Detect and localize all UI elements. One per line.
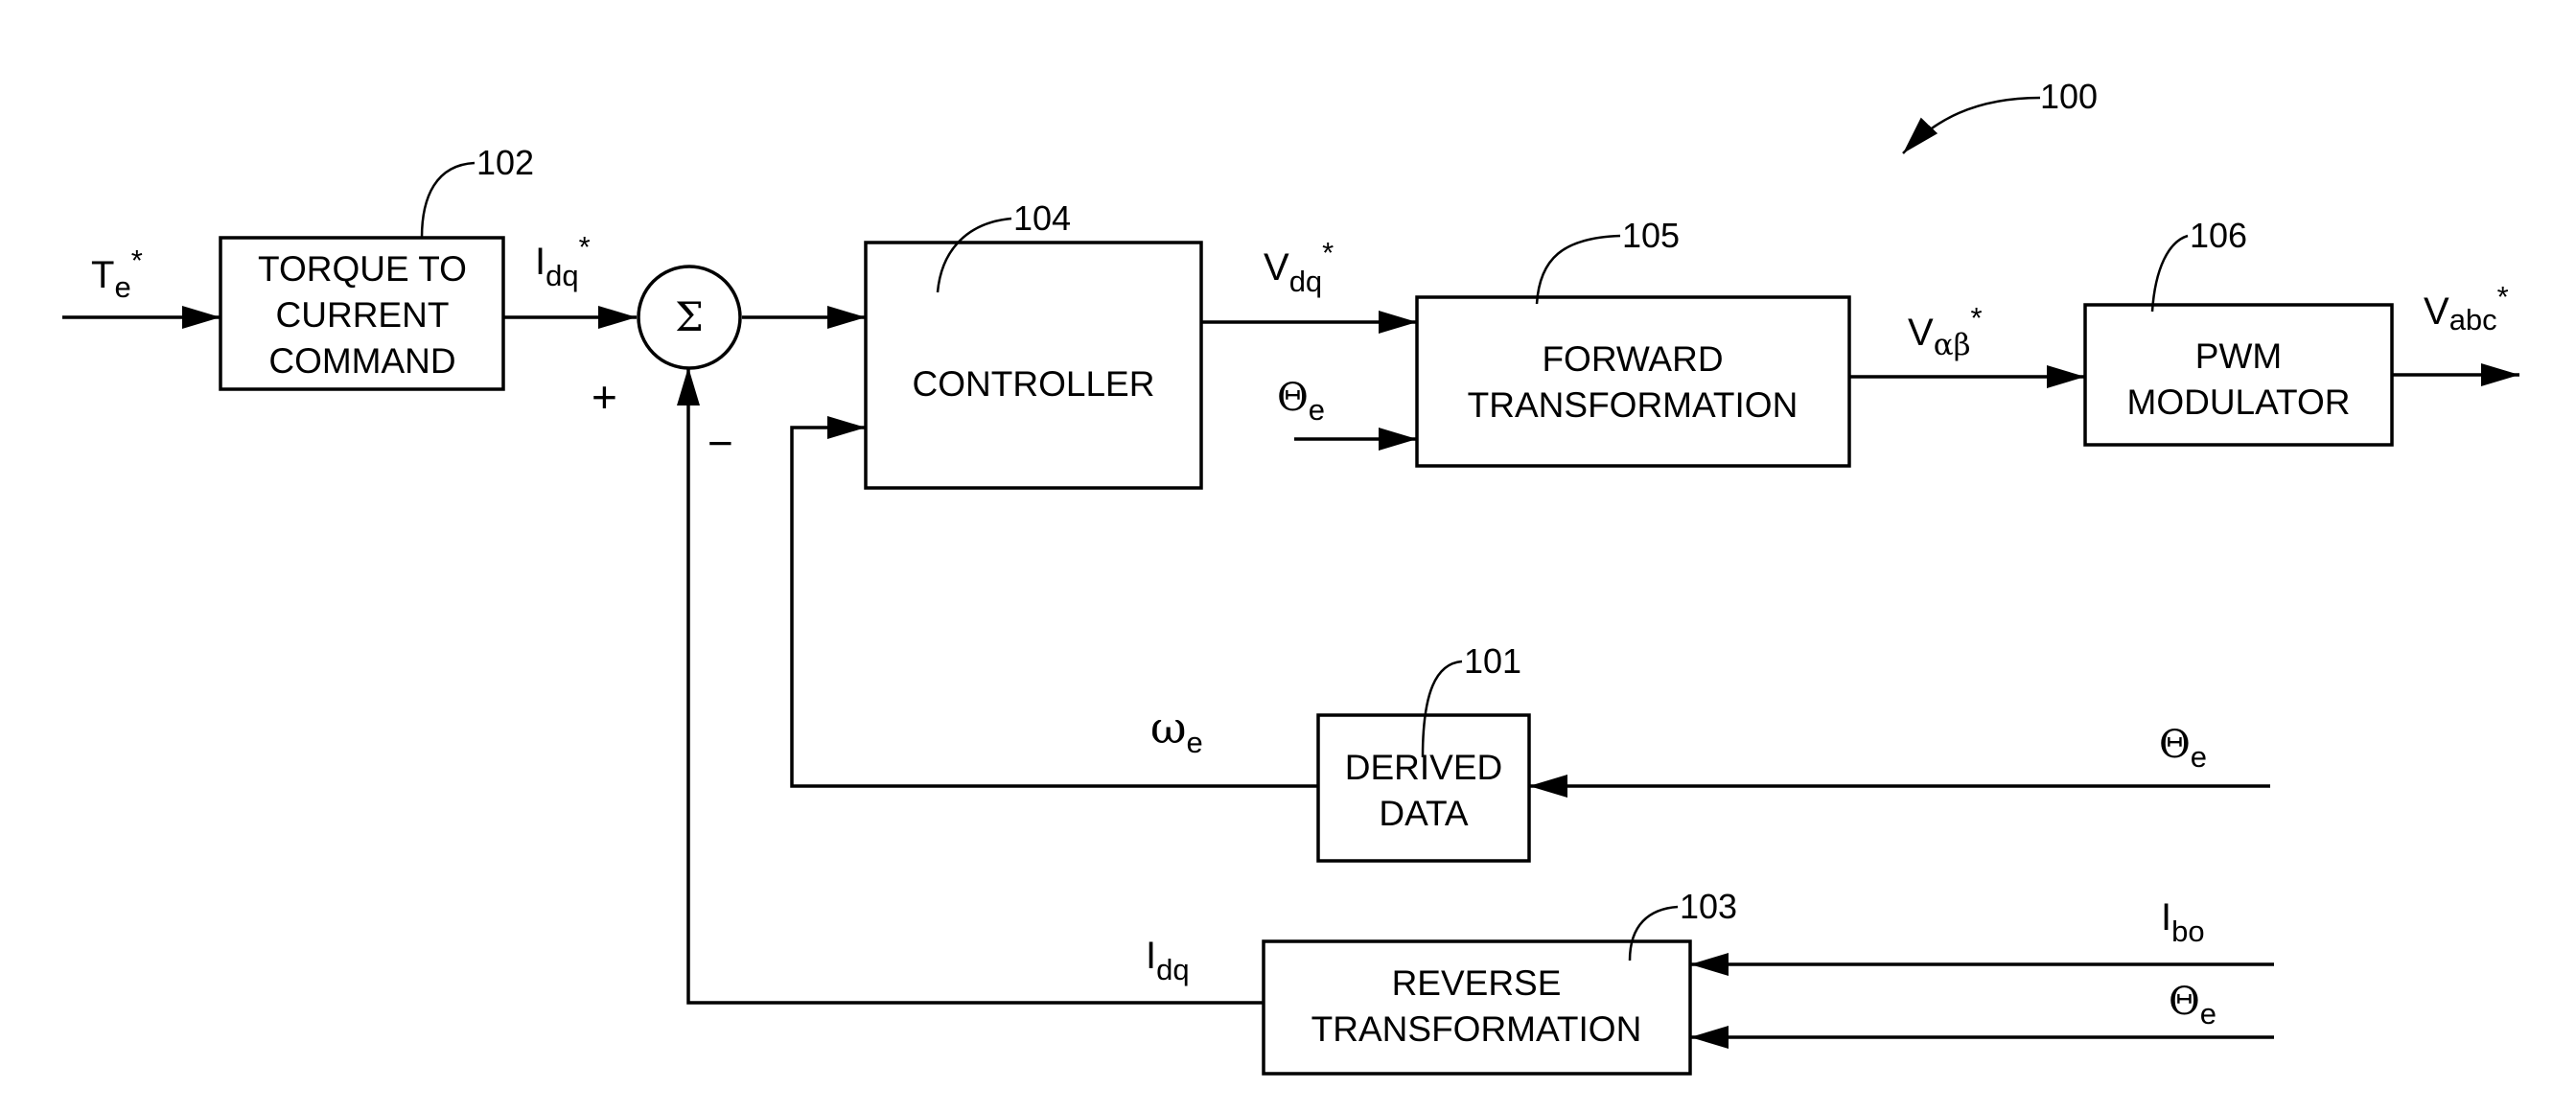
reverse-transformation-line-1: REVERSE — [1392, 963, 1562, 1003]
forward-transformation-block: FORWARD TRANSFORMATION — [1417, 297, 1849, 466]
label-theta-e-derived: Θe — [2159, 723, 2207, 774]
sigma-symbol: Σ — [675, 293, 704, 340]
ref-106: 106 — [2190, 216, 2247, 255]
ref-102: 102 — [476, 143, 534, 182]
minus-sign: − — [708, 418, 733, 468]
summing-junction: Σ + − — [592, 266, 740, 468]
ref-100: 100 — [2040, 77, 2098, 116]
pwm-modulator-line-2: MODULATOR — [2127, 382, 2351, 422]
controller-block: CONTROLLER — [866, 243, 1201, 488]
plus-sign: + — [592, 372, 617, 422]
ref-101: 101 — [1464, 641, 1521, 681]
label-ibo: Ibo — [2161, 896, 2205, 948]
ref-103: 103 — [1680, 887, 1737, 926]
ref-104: 104 — [1013, 198, 1071, 238]
pwm-modulator-line-1: PWM — [2195, 336, 2282, 376]
label-theta-e-reverse: Θe — [2169, 980, 2216, 1031]
derived-data-line-2: DATA — [1379, 794, 1469, 833]
label-vabc-star: Vabc* — [2424, 280, 2509, 336]
label-theta-e-forward: Θe — [1277, 376, 1325, 427]
label-idq: Idq — [1146, 935, 1190, 986]
torque-to-current-block: TORQUE TO CURRENT COMMAND — [220, 238, 503, 389]
ref-105: 105 — [1622, 216, 1680, 255]
forward-transformation-line-1: FORWARD — [1542, 339, 1723, 379]
reverse-transformation-line-2: TRANSFORMATION — [1311, 1009, 1642, 1049]
leader-100 — [1903, 98, 2040, 153]
forward-transformation-line-2: TRANSFORMATION — [1468, 385, 1799, 425]
label-vdq-star: Vdq* — [1264, 236, 1334, 298]
torque-to-current-line-1: TORQUE TO — [258, 249, 467, 289]
controller-label: CONTROLLER — [913, 364, 1155, 404]
label-valphabeta-star: Vαβ* — [1908, 301, 1983, 362]
torque-to-current-line-3: COMMAND — [268, 341, 455, 381]
pwm-modulator-block: PWM MODULATOR — [2085, 305, 2392, 445]
label-omega-e: ωe — [1150, 702, 1203, 759]
label-idq-star: Idq* — [535, 230, 591, 292]
leader-106 — [2152, 236, 2188, 312]
reverse-transformation-block: REVERSE TRANSFORMATION — [1264, 941, 1690, 1074]
leader-102 — [422, 163, 475, 238]
label-te-star: Te* — [91, 243, 143, 304]
torque-to-current-line-2: CURRENT — [276, 295, 450, 335]
leader-105 — [1537, 236, 1620, 304]
